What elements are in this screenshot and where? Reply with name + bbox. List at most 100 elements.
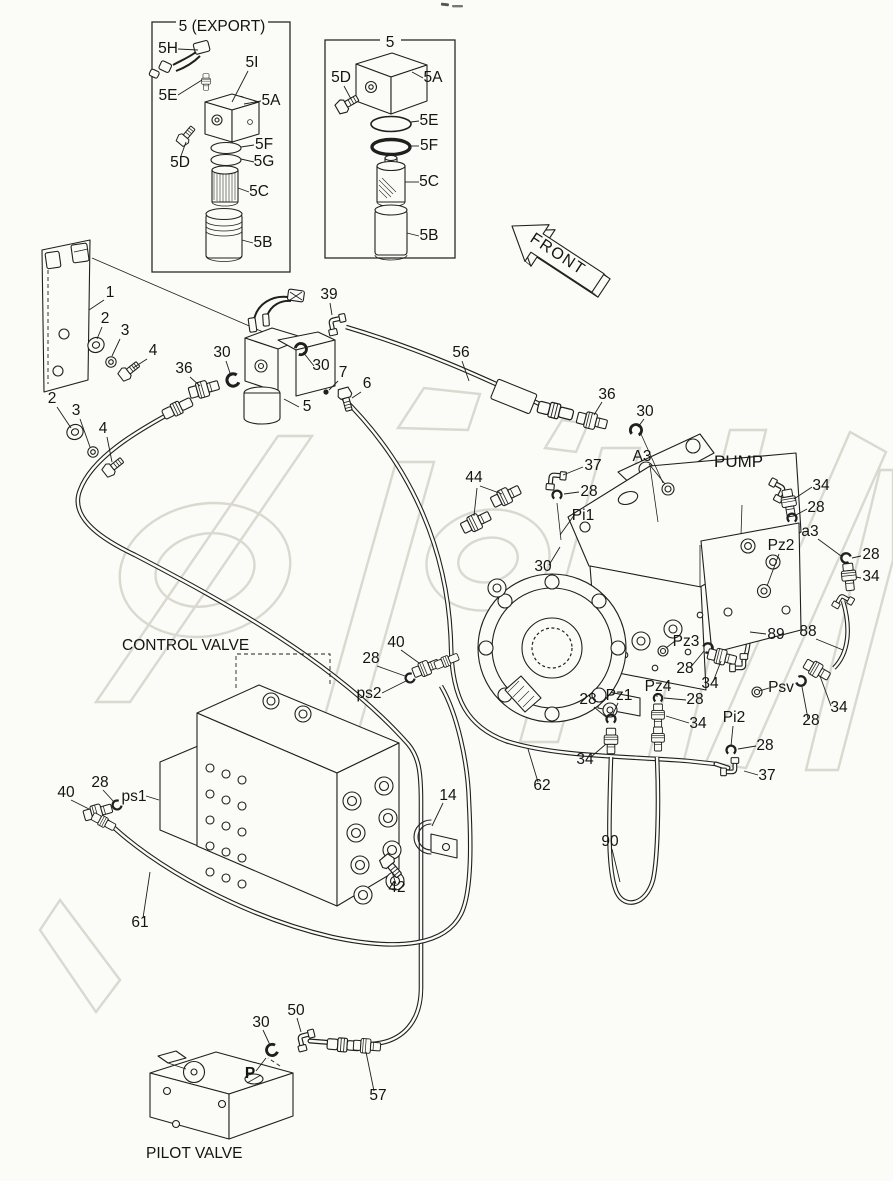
callout-pi2: Pi2 xyxy=(723,709,745,726)
leader-line xyxy=(801,686,809,720)
leader-lines xyxy=(56,48,862,1092)
leader-line xyxy=(665,640,676,649)
leader-line xyxy=(302,351,315,367)
leader-line xyxy=(255,1057,267,1072)
pilot-hoses xyxy=(75,324,850,1047)
callout-a3: A3 xyxy=(633,448,652,465)
callout-28: 28 xyxy=(686,691,703,708)
leader-line xyxy=(180,141,187,157)
callout-control-valve: CONTROL VALVE xyxy=(122,637,249,654)
callout-30: 30 xyxy=(312,357,330,374)
leader-line xyxy=(189,376,201,387)
callout-7: 7 xyxy=(339,364,348,381)
leader-line xyxy=(562,466,584,476)
callout-14: 14 xyxy=(439,787,457,804)
callout-37: 37 xyxy=(584,457,601,474)
callout-5: 5 xyxy=(303,398,312,415)
valve-bolt-grid xyxy=(205,763,247,889)
leader-line xyxy=(737,745,757,750)
leader-line xyxy=(145,795,160,801)
leader-line xyxy=(231,70,249,103)
callout-34: 34 xyxy=(812,477,830,494)
leader-line xyxy=(106,436,113,463)
leader-line xyxy=(819,675,832,707)
leader-line xyxy=(611,848,621,883)
callout-5e: 5E xyxy=(420,112,439,129)
callout-89: 89 xyxy=(767,626,784,643)
callout-34: 34 xyxy=(862,568,880,585)
leader-line xyxy=(411,71,424,79)
leader-line xyxy=(611,702,619,717)
callout-ps2: ps2 xyxy=(357,685,382,702)
leader-line xyxy=(400,649,420,664)
leader-line xyxy=(766,553,780,587)
leader-line xyxy=(177,79,203,96)
leader-line xyxy=(225,360,232,377)
callout-5g: 5G xyxy=(254,153,275,170)
leader-line xyxy=(689,650,705,669)
leader-line xyxy=(479,485,503,495)
leader-line xyxy=(593,401,603,416)
callout-pilot-valve: PILOT VALVE xyxy=(146,1145,243,1162)
callout-1: 1 xyxy=(106,284,115,301)
leader-line xyxy=(815,638,844,651)
leader-line xyxy=(328,380,339,391)
leader-line xyxy=(663,697,687,701)
callout-42: 42 xyxy=(388,879,405,896)
callout-5b: 5B xyxy=(420,227,439,244)
solenoid-valve-5 xyxy=(243,288,336,425)
leader-line xyxy=(855,576,862,579)
callout-5f: 5F xyxy=(255,136,273,153)
inset-standard-title: 5 xyxy=(386,34,395,51)
callout-36: 36 xyxy=(598,386,615,403)
leader-line xyxy=(365,1051,375,1092)
leader-line xyxy=(262,1029,271,1046)
callout-28: 28 xyxy=(862,546,879,563)
callout-5d: 5D xyxy=(331,69,351,86)
callout-psv: Psv xyxy=(768,679,794,696)
callout-28: 28 xyxy=(362,650,379,667)
leader-line xyxy=(817,538,842,557)
leader-line xyxy=(241,239,254,244)
callout-pz1: Pz1 xyxy=(606,687,633,704)
callout-37: 37 xyxy=(758,767,775,784)
callout-5d: 5D xyxy=(170,154,190,171)
callout-90: 90 xyxy=(601,833,619,850)
pilot-valve-assembly xyxy=(149,1050,294,1140)
callout-28: 28 xyxy=(676,660,693,677)
callout-40: 40 xyxy=(387,634,405,651)
callout-p: P xyxy=(245,1065,255,1082)
leader-line xyxy=(743,770,759,776)
callout-34: 34 xyxy=(689,715,707,732)
callout-30: 30 xyxy=(252,1014,270,1031)
leader-line xyxy=(593,706,607,718)
leader-line xyxy=(96,326,103,340)
callout-40: 40 xyxy=(57,784,75,801)
callout-39: 39 xyxy=(320,286,337,303)
callout-28: 28 xyxy=(802,712,819,729)
leader-line xyxy=(648,463,666,485)
leader-line xyxy=(111,338,121,357)
inset-export-title: 5 (EXPORT) xyxy=(179,18,266,35)
leader-line xyxy=(243,100,262,105)
callout-34: 34 xyxy=(576,751,594,768)
callout-3: 3 xyxy=(121,322,130,339)
callout-3: 3 xyxy=(72,402,81,419)
inset-export-assembly xyxy=(148,14,291,273)
hose-clamp xyxy=(377,819,458,881)
callout-34: 34 xyxy=(830,699,848,716)
pump-assembly xyxy=(477,433,802,723)
callout-28: 28 xyxy=(807,499,824,516)
callout-a3: a3 xyxy=(801,523,818,540)
callout-28: 28 xyxy=(579,691,596,708)
leader-line xyxy=(391,871,397,885)
leader-line xyxy=(712,660,722,683)
callout-pz2: Pz2 xyxy=(768,537,795,554)
callout-61: 61 xyxy=(131,914,148,931)
leader-line xyxy=(793,486,813,500)
leader-line xyxy=(79,418,91,448)
control-valve-assembly xyxy=(159,653,405,907)
leader-line xyxy=(406,232,420,237)
